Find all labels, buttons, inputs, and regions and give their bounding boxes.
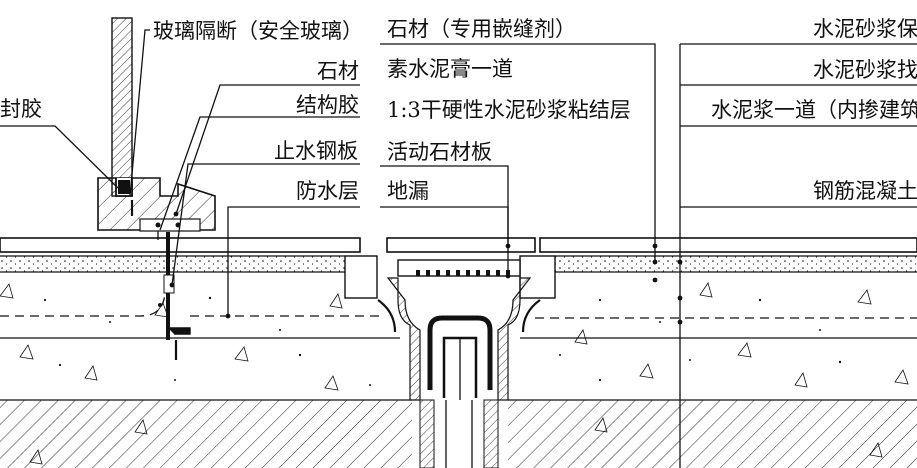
mortar-bed-right <box>555 256 917 272</box>
stone-slab-left <box>0 237 378 299</box>
label-glass-partition: 玻璃隔断（安全玻璃） <box>153 19 363 43</box>
leaders-middle <box>380 43 683 468</box>
label-mortar-bond: 1:3干硬性水泥砂浆粘结层 <box>387 98 631 122</box>
mortar-bed-left <box>0 256 345 272</box>
label-cement-paste: 素水泥膏一道 <box>387 57 513 81</box>
glass-partition <box>97 17 216 231</box>
label-waterstop-steel: 止水钢板 <box>274 139 358 163</box>
stone-slab-right <box>519 237 917 299</box>
label-structural-glue: 结构胶 <box>296 93 359 117</box>
label-waterproof-layer: 防水层 <box>296 179 359 203</box>
movable-stone-plate <box>386 237 536 253</box>
drain-grate <box>397 259 521 277</box>
label-sealant: 封胶 <box>0 97 42 121</box>
floor-drain-body <box>377 277 541 468</box>
label-stone-caulk: 石材（专用嵌缝剂） <box>387 17 576 41</box>
label-movable-stone: 活动石材板 <box>387 140 492 164</box>
label-concrete: 钢筋混凝土 <box>813 179 917 203</box>
leaders-left <box>0 29 360 319</box>
label-stone: 石材 <box>317 59 359 83</box>
earth-hatch-right <box>508 400 917 468</box>
label-mortar-protect: 水泥砂浆保 <box>813 17 917 41</box>
label-floor-drain: 地漏 <box>387 179 429 203</box>
label-mortar-level: 水泥砂浆找 <box>813 58 917 82</box>
leaders-right <box>680 43 917 208</box>
label-cement-slurry: 水泥浆一道（内掺建筑 <box>711 98 917 122</box>
waterproof-membrane-left <box>0 282 166 317</box>
earth-hatch-left <box>0 400 412 468</box>
waterstop-steel-plate <box>139 218 201 360</box>
